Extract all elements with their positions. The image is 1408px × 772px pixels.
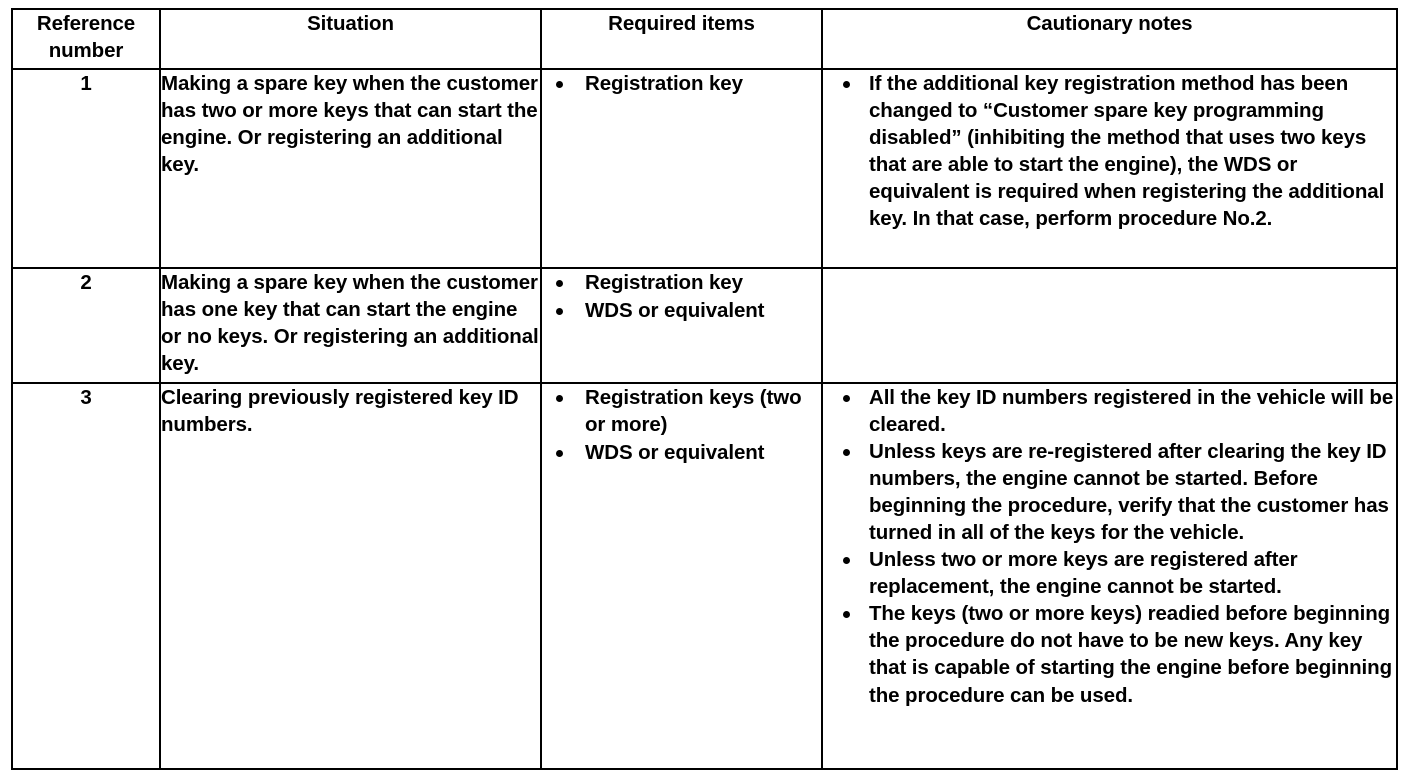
column-header-situation-label: Situation (307, 12, 394, 35)
required-items-list: Registration key (542, 70, 821, 97)
cautionary-note-text: If the additional key registration metho… (869, 72, 1385, 231)
required-item-text: Registration key (585, 271, 743, 294)
reference-number-cell: 1 (11, 68, 161, 269)
list-item: Unless two or more keys are registered a… (823, 546, 1396, 600)
situation-text: Clearing previously registered key ID nu… (161, 386, 519, 437)
column-header-required-items-label: Required items (608, 12, 755, 35)
column-header-reference-number-line2: number (48, 39, 124, 63)
required-items-cell: Registration keys (two or more) WDS or e… (540, 382, 823, 770)
cautionary-note-text: Unless two or more keys are registered a… (869, 548, 1298, 599)
list-item: WDS or equivalent (542, 297, 821, 324)
cautionary-notes-cell (821, 267, 1398, 384)
column-header-cautionary-notes: Cautionary notes (821, 8, 1398, 70)
bullet-icon (556, 395, 563, 402)
list-item: WDS or equivalent (542, 439, 821, 466)
table-row: 1 Making a spare key when the customer h… (11, 68, 1398, 269)
required-items-list: Registration key WDS or equivalent (542, 269, 821, 324)
list-item: If the additional key registration metho… (823, 70, 1396, 232)
cautionary-notes-cell: If the additional key registration metho… (821, 68, 1398, 269)
cautionary-notes-cell: All the key ID numbers registered in the… (821, 382, 1398, 770)
bullet-icon (843, 449, 850, 457)
bullet-icon (843, 557, 850, 565)
cautionary-notes-list: All the key ID numbers registered in the… (823, 384, 1396, 709)
list-item: The keys (two or more keys) readied befo… (823, 600, 1396, 708)
required-item-text: WDS or equivalent (585, 441, 765, 465)
table-header: Reference number Situation Required item… (11, 8, 1398, 70)
bullet-icon (843, 395, 850, 402)
cautionary-note-text: Unless keys are re-registered after clea… (869, 440, 1389, 545)
table-header-row: Reference number Situation Required item… (11, 8, 1398, 70)
required-items-cell: Registration key WDS or equivalent (540, 267, 823, 384)
column-header-reference-number-line1: Reference (36, 12, 136, 35)
bullet-icon (556, 280, 563, 287)
column-header-reference-number: Reference number (11, 8, 161, 70)
list-item: Registration keys (two or more) (542, 384, 821, 438)
column-header-required-items: Required items (540, 8, 823, 70)
bullet-icon (843, 611, 850, 619)
list-item: Registration key (542, 269, 821, 296)
situation-text: Making a spare key when the customer has… (161, 72, 538, 177)
bullet-icon (556, 308, 563, 316)
list-item: All the key ID numbers registered in the… (823, 384, 1396, 438)
situation-cell: Clearing previously registered key ID nu… (159, 382, 542, 770)
bullet-icon (556, 450, 563, 458)
bullet-icon (556, 81, 563, 88)
required-item-text: Registration keys (two or more) (585, 386, 802, 437)
bullet-icon (843, 81, 850, 88)
required-item-text: Registration key (585, 72, 743, 95)
situation-cell: Making a spare key when the customer has… (159, 267, 542, 384)
required-item-text: WDS or equivalent (585, 299, 765, 323)
list-item: Registration key (542, 70, 821, 97)
situation-cell: Making a spare key when the customer has… (159, 68, 542, 269)
key-registration-procedures-table: Reference number Situation Required item… (11, 8, 1398, 770)
situation-text: Making a spare key when the customer has… (161, 271, 539, 376)
cautionary-notes-list: If the additional key registration metho… (823, 70, 1396, 232)
reference-number-cell: 3 (11, 382, 161, 770)
table-row: 3 Clearing previously registered key ID … (11, 382, 1398, 770)
required-items-cell: Registration key (540, 68, 823, 269)
reference-number-cell: 2 (11, 267, 161, 384)
column-header-cautionary-notes-label: Cautionary notes (1026, 12, 1193, 35)
table-body: 1 Making a spare key when the customer h… (11, 68, 1398, 770)
list-item: Unless keys are re-registered after clea… (823, 438, 1396, 546)
cautionary-note-text: All the key ID numbers registered in the… (869, 386, 1394, 437)
required-items-list: Registration keys (two or more) WDS or e… (542, 384, 821, 466)
cautionary-note-text: The keys (two or more keys) readied befo… (869, 602, 1392, 707)
table-row: 2 Making a spare key when the customer h… (11, 267, 1398, 384)
column-header-situation: Situation (159, 8, 542, 70)
